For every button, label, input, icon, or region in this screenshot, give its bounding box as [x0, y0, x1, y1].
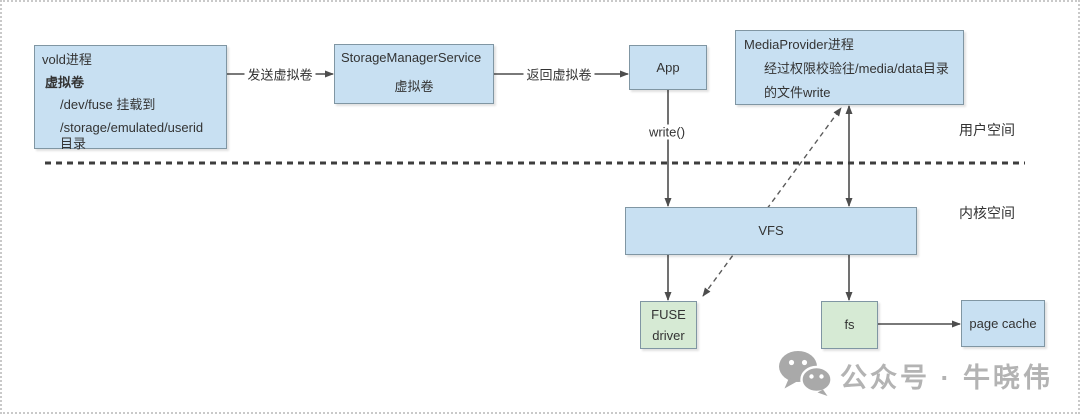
edge-label-send-virtual-volume: 发送虚拟卷 [244, 64, 316, 84]
app-box: App [629, 45, 707, 90]
app-label: App [656, 59, 680, 75]
storagemanager-subtitle: 虚拟卷 [394, 79, 434, 94]
watermark: 公众号 · 牛晓伟 [778, 350, 1053, 401]
fs-label: fs [844, 317, 855, 332]
page-cache-box: page cache [961, 300, 1045, 347]
vold-mount-line: /dev/fuse 挂载到 [60, 97, 156, 112]
mediaprovider-title: MediaProvider进程 [744, 37, 854, 52]
edge-label-return-virtual-volume: 返回虚拟卷 [523, 64, 595, 84]
user-space-label: 用户空间 [959, 122, 1015, 138]
mediaprovider-desc1: 经过权限校验往/media/data目录 [764, 61, 949, 76]
vold-title: vold进程 [42, 52, 92, 67]
vfs-box: VFS [625, 207, 917, 255]
vold-process-box: vold进程 虚拟卷 /dev/fuse 挂载到 /storage/emulat… [34, 45, 227, 151]
vold-subtitle: 虚拟卷 [45, 75, 85, 90]
arrow-fuse-to-mediaprovider-dashed [702, 107, 842, 297]
wechat-icon [778, 350, 833, 401]
kernel-space-label: 内核空间 [959, 205, 1015, 221]
edge-label-write-call: write() [645, 124, 689, 140]
fuse-driver-box: FUSE driver [640, 301, 697, 349]
vold-dir-line: /storage/emulated/userid 目录 [60, 120, 204, 151]
page-cache-label: page cache [969, 315, 1037, 331]
fs-box: fs [821, 301, 878, 349]
mediaprovider-desc2: 的文件write [764, 85, 831, 100]
storagemanager-title: StorageManagerService [341, 50, 482, 65]
fuse-driver-line2: driver [652, 327, 685, 343]
fuse-driver-line1: FUSE [651, 306, 686, 322]
watermark-text: 公众号 · 牛晓伟 [840, 363, 1053, 393]
vfs-label: VFS [758, 223, 784, 238]
mediaprovider-box: MediaProvider进程 经过权限校验往/media/data目录 的文件… [735, 30, 964, 105]
storagemanagerservice-box: StorageManagerService 虚拟卷 [334, 44, 494, 104]
